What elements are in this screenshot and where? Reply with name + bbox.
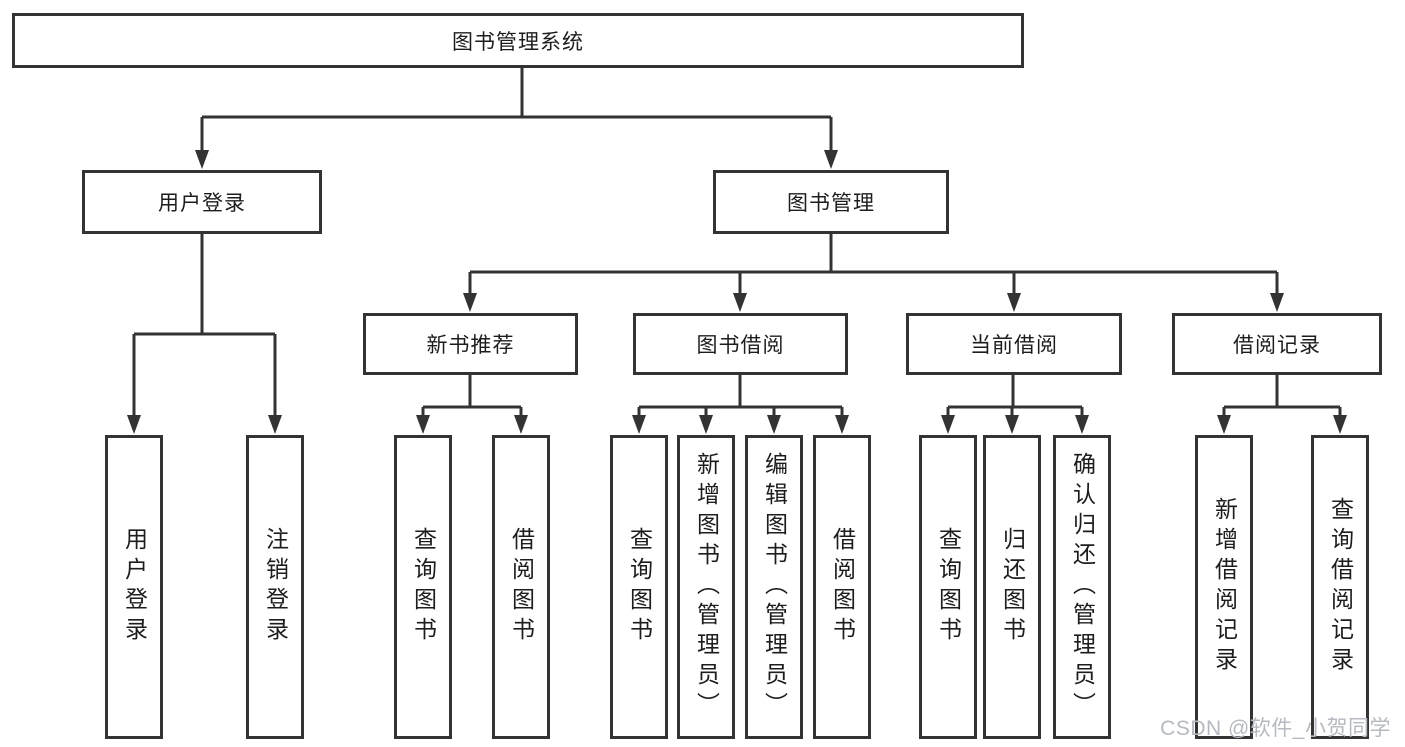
node-label: 借阅图书: [508, 527, 535, 647]
leaf-borrow-books: 借阅图书: [492, 435, 550, 739]
connector-new-book-children: [416, 375, 528, 434]
connector-book-borrow-children: [632, 375, 849, 434]
leaf-logout: 注销登录: [246, 435, 304, 739]
leaf-query-books: 查询图书: [919, 435, 977, 739]
node-label: 确认归还（管理员）: [1069, 452, 1096, 722]
leaf-query-borrow-record: 查询借阅记录: [1311, 435, 1369, 739]
node-label: 借阅图书: [829, 527, 856, 647]
node-label: 新书推荐: [426, 334, 515, 357]
leaf-confirm-return-admin: 确认归还（管理员）: [1053, 435, 1111, 739]
leaf-borrow-books: 借阅图书: [813, 435, 871, 739]
node-user-login: 用户登录: [82, 170, 322, 234]
leaf-add-borrow-record: 新增借阅记录: [1195, 435, 1253, 739]
node-book-management: 图书管理: [713, 170, 949, 234]
node-label: 图书借阅: [696, 334, 785, 357]
connector-current-borrow-children: [941, 375, 1089, 434]
node-label: 借阅记录: [1233, 334, 1321, 357]
connector-user-login-children: [127, 234, 282, 434]
node-new-book-recommendation: 新书推荐: [363, 313, 578, 375]
node-library-management-system: 图书管理系统: [12, 13, 1024, 68]
node-label: 查询图书: [935, 527, 962, 647]
node-label: 新增借阅记录: [1211, 497, 1238, 677]
node-label: 图书管理: [787, 192, 875, 215]
leaf-user-login: 用户登录: [105, 435, 163, 739]
connector-borrow-records-children: [1217, 375, 1347, 434]
node-label: 查询图书: [410, 527, 437, 647]
node-current-borrowing: 当前借阅: [906, 313, 1122, 375]
node-label: 归还图书: [999, 527, 1026, 647]
leaf-query-books: 查询图书: [610, 435, 668, 739]
leaf-query-books: 查询图书: [394, 435, 452, 739]
node-label: 注销登录: [262, 527, 289, 647]
node-label: 当前借阅: [970, 334, 1058, 357]
node-label: 用户登录: [121, 527, 148, 647]
connector-root-to-level2: [195, 68, 838, 169]
node-label: 用户登录: [158, 192, 246, 215]
node-borrowing-records: 借阅记录: [1172, 313, 1382, 375]
connector-book-management-sections: [463, 234, 1284, 312]
leaf-return-books: 归还图书: [983, 435, 1041, 739]
leaf-add-books-admin: 新增图书（管理员）: [677, 435, 735, 739]
watermark: CSDN @软件_小贺同学: [1160, 717, 1391, 740]
node-label: 新增图书（管理员）: [693, 452, 720, 722]
node-book-borrowing: 图书借阅: [633, 313, 848, 375]
node-label: 编辑图书（管理员）: [761, 452, 788, 722]
node-label: 图书管理系统: [452, 30, 584, 54]
leaf-edit-books-admin: 编辑图书（管理员）: [745, 435, 803, 739]
node-label: 查询图书: [626, 527, 653, 647]
node-label: 查询借阅记录: [1327, 497, 1354, 677]
